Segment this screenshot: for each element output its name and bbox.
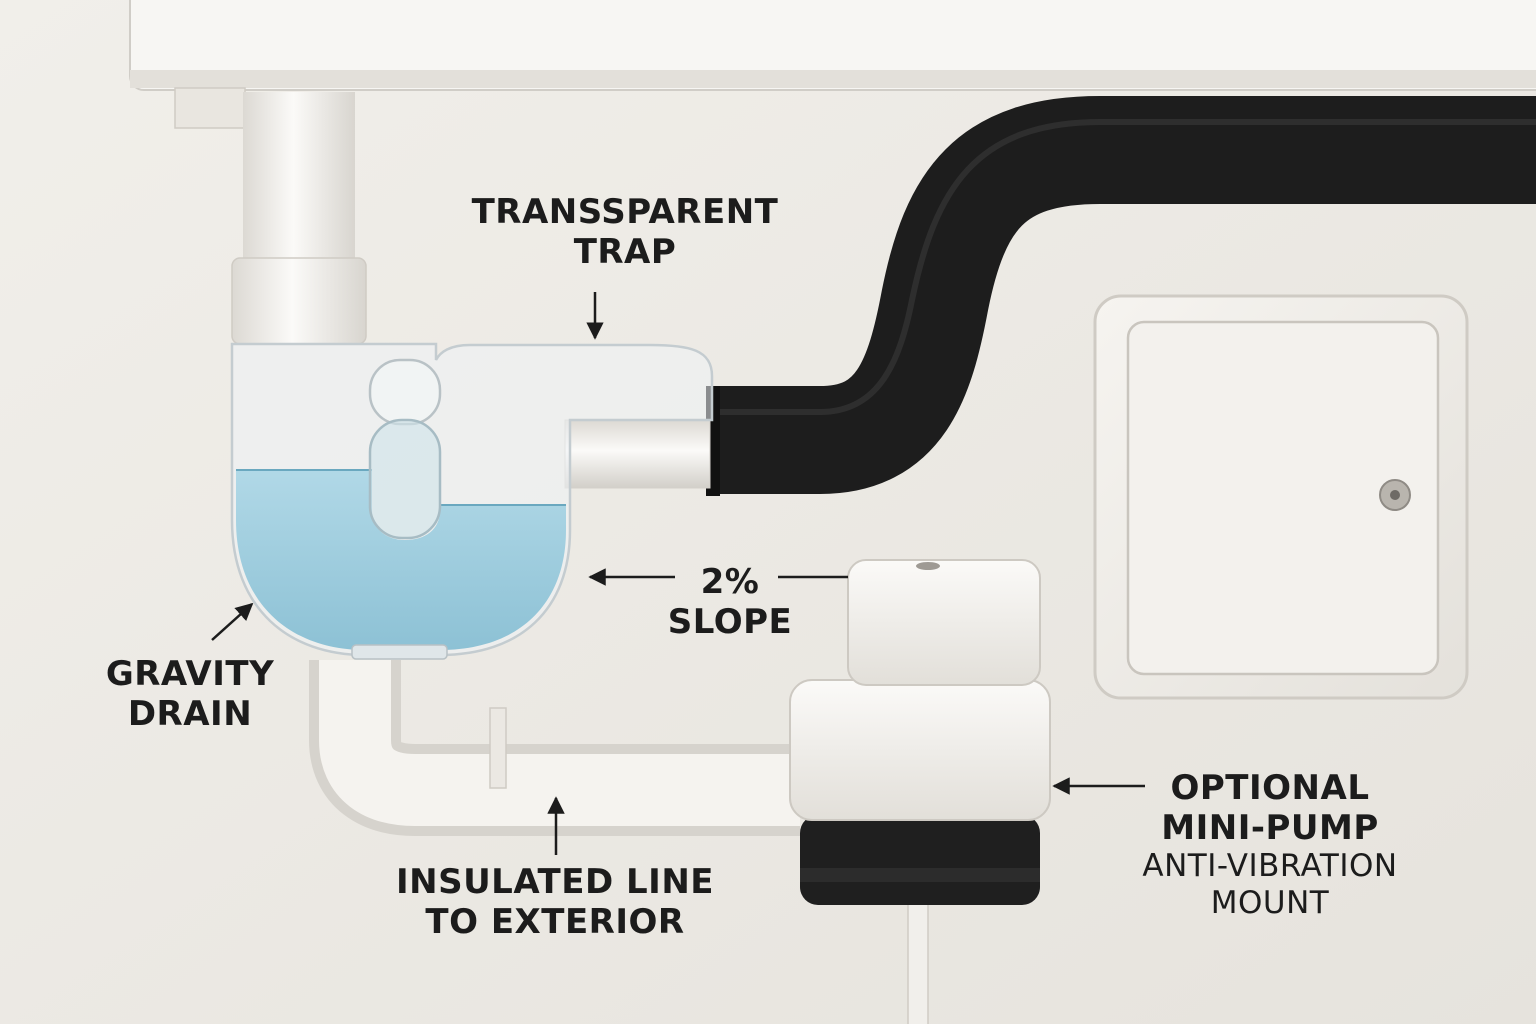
mini-pump-label-line1: OPTIONAL bbox=[1170, 768, 1370, 808]
mini-pump-label: OPTIONAL MINI-PUMP ANTI-VIBRATION MOUNT bbox=[1110, 768, 1430, 921]
gravity-drain-pipe bbox=[309, 660, 800, 836]
transparent-trap-label: TRANSSPARENT TRAP bbox=[460, 192, 790, 272]
gravity-arrow bbox=[211, 602, 254, 641]
gravity-drain-label-line2: DRAIN bbox=[127, 694, 253, 735]
access-panel bbox=[1093, 294, 1469, 700]
transparent-trap bbox=[230, 342, 714, 660]
indoor-unit-housing bbox=[129, 0, 1536, 129]
insulated-line-label-line2: TO EXTERIOR bbox=[425, 902, 685, 943]
insulated-line bbox=[712, 96, 1536, 494]
vertical-drain-pipe bbox=[243, 92, 355, 272]
transparent-trap-label-line1: TRANSSPARENT bbox=[471, 192, 779, 232]
slope-label-line1: 2% bbox=[700, 562, 760, 602]
mount-label-line2: MOUNT bbox=[1210, 884, 1330, 921]
gravity-drain-label: GRAVITY DRAIN bbox=[80, 654, 300, 734]
mini-pump bbox=[789, 559, 1051, 1024]
mini-pump-label-line2: MINI-PUMP bbox=[1161, 808, 1379, 849]
insulated-line-label-line1: INSULATED LINE bbox=[395, 862, 714, 902]
transparent-trap-label-line2: TRAP bbox=[573, 232, 677, 273]
mount-label-line1: ANTI-VIBRATION bbox=[1142, 848, 1398, 885]
slope-label: 2% SLOPE bbox=[650, 562, 810, 642]
gravity-drain-label-line1: GRAVITY bbox=[105, 654, 275, 694]
slope-label-line2: SLOPE bbox=[667, 602, 793, 643]
insulated-line-label: INSULATED LINE TO EXTERIOR bbox=[370, 862, 740, 942]
